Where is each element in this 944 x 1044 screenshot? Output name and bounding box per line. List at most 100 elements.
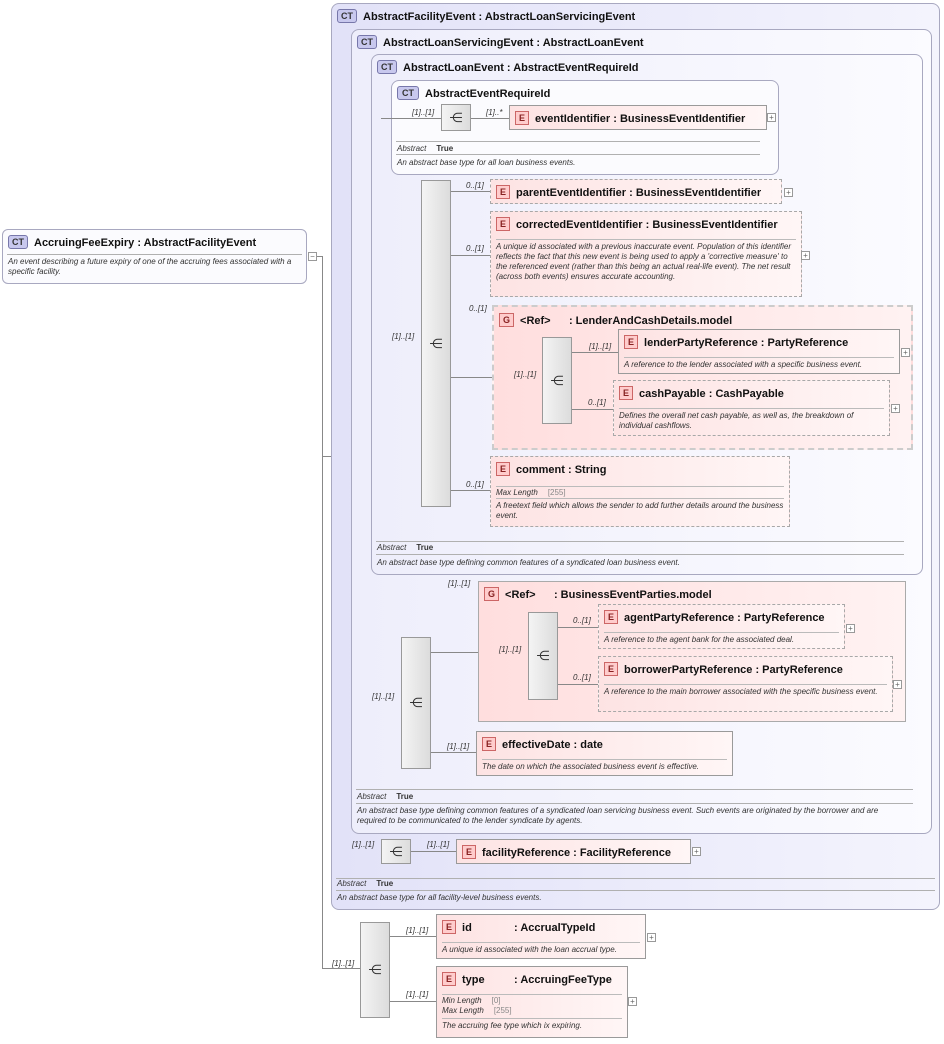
element-icon: E xyxy=(496,217,511,231)
connector-line xyxy=(390,1001,436,1002)
element-icon: E xyxy=(442,972,457,986)
id-card: [1]..[1] xyxy=(406,926,429,935)
lender-sequence[interactable]: ⋲ xyxy=(542,337,572,424)
group-icon: G xyxy=(484,587,500,601)
type-card: [1]..[1] xyxy=(406,990,429,999)
facility-doc: An abstract base type for all facility-l… xyxy=(337,893,542,902)
id-doc: A unique id associated with the loan acc… xyxy=(442,942,640,955)
parent-event-card: 0..[1] xyxy=(466,181,484,190)
comment-doc: A freetext field which allows the sender… xyxy=(496,498,784,521)
element-icon: E xyxy=(462,845,477,859)
complex-type-icon: CT xyxy=(377,60,397,74)
complex-type-icon: CT xyxy=(357,35,377,49)
element-icon: E xyxy=(604,610,619,624)
expand-icon[interactable]: + xyxy=(891,404,900,413)
element-icon: E xyxy=(496,462,511,476)
connector-line xyxy=(431,752,476,753)
element-icon: E xyxy=(624,335,639,349)
corrected-event-card: 0..[1] xyxy=(466,244,484,253)
borrower-party-doc: A reference to the main borrower associa… xyxy=(604,684,887,697)
sequence-icon: ⋲ xyxy=(429,335,443,351)
facility-sequence[interactable]: ⋲ xyxy=(381,839,411,864)
loan-event-sequence[interactable]: ⋲ xyxy=(421,180,451,507)
comment-facet: Max Length[255] xyxy=(496,486,784,497)
complex-type-icon: CT xyxy=(8,235,28,249)
group-icon: G xyxy=(499,313,515,327)
collapse-icon[interactable]: − xyxy=(308,252,317,261)
element-icon: E xyxy=(515,111,530,125)
require-id-sequence[interactable]: ⋲ xyxy=(441,104,471,131)
connector-line xyxy=(411,851,456,852)
effective-date-card: [1]..[1] xyxy=(447,742,470,751)
expand-icon[interactable]: + xyxy=(784,188,793,197)
root-sequence[interactable]: ⋲ xyxy=(360,922,390,1018)
expand-icon[interactable]: + xyxy=(767,113,776,122)
borrower-party-card: 0..[1] xyxy=(573,673,591,682)
agent-party-doc: A reference to the agent bank for the as… xyxy=(604,632,839,645)
type-facet-min: Min Length[0] xyxy=(442,994,622,1005)
connector-line xyxy=(558,627,598,628)
connector-line xyxy=(572,409,613,410)
type-doc: The accruing fee type which ix expiring. xyxy=(442,1018,622,1031)
complex-type-icon: CT xyxy=(397,86,419,100)
connector-line xyxy=(451,255,490,256)
servicing-seq-card: [1]..[1] xyxy=(372,692,395,701)
require-id-seq-card: [1]..[1] xyxy=(412,108,435,117)
root-doc: An event describing a future expiry of o… xyxy=(8,257,292,276)
lender-seq-card: [1]..[1] xyxy=(514,370,537,379)
connector-line xyxy=(322,256,323,969)
expand-icon[interactable]: + xyxy=(846,624,855,633)
expand-icon[interactable]: + xyxy=(692,847,701,856)
element-icon: E xyxy=(604,662,619,676)
root-seq-card: [1]..[1] xyxy=(332,959,355,968)
element-icon: E xyxy=(619,386,634,400)
expand-icon[interactable]: + xyxy=(801,251,810,260)
event-identifier-card: [1]..* xyxy=(486,108,503,117)
parties-sequence[interactable]: ⋲ xyxy=(528,612,558,700)
expand-icon[interactable]: + xyxy=(901,348,910,357)
facility-ref-card: [1]..[1] xyxy=(427,840,450,849)
parties-seq-card: [1]..[1] xyxy=(499,645,522,654)
sequence-icon: ⋲ xyxy=(536,648,550,663)
effective-date-doc: The date on which the associated busines… xyxy=(482,759,727,772)
comment-card: 0..[1] xyxy=(466,480,484,489)
sequence-icon: ⋲ xyxy=(550,372,564,388)
sequence-icon: ⋲ xyxy=(449,109,463,125)
expand-icon[interactable]: + xyxy=(647,933,656,942)
loan-doc: An abstract base type defining common fe… xyxy=(377,558,680,567)
sequence-icon: ⋲ xyxy=(368,962,382,977)
corrected-event-doc: A unique id associated with a previous i… xyxy=(496,239,796,282)
connector-line xyxy=(390,936,436,937)
type-facet-max: Max Length[255] xyxy=(442,1006,512,1015)
servicing-sequence[interactable]: ⋲ xyxy=(401,637,431,769)
complex-type-icon: CT xyxy=(337,9,357,23)
connector-line xyxy=(558,684,598,685)
expand-icon[interactable]: + xyxy=(893,680,902,689)
element-icon: E xyxy=(482,737,497,751)
sequence-icon: ⋲ xyxy=(409,695,423,710)
connector-line xyxy=(322,968,360,969)
cash-payable-card: 0..[1] xyxy=(588,398,606,407)
expand-icon[interactable]: + xyxy=(628,997,637,1006)
sequence-icon: ⋲ xyxy=(389,843,403,859)
